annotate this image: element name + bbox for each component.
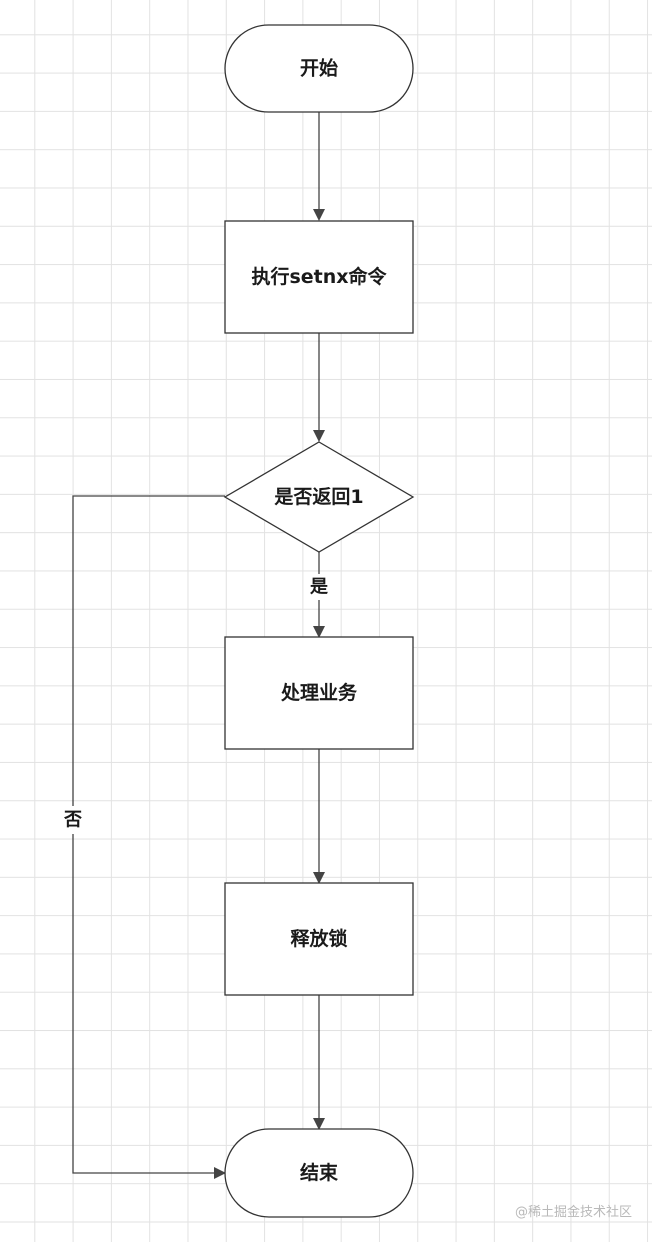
start-node-label: 开始: [300, 57, 338, 80]
decision-node: 是否返回1: [223, 441, 415, 553]
release-lock-node: 释放锁: [224, 882, 414, 996]
start-node: 开始: [224, 24, 414, 113]
end-node: 结束: [224, 1128, 414, 1218]
yes-edge-label: 是: [307, 574, 331, 600]
process-node-label: 处理业务: [280, 681, 358, 704]
no-edge-label: 否: [61, 806, 85, 834]
exec-setnx-node: 执行setnx命令: [224, 220, 414, 334]
edge-decision-to-end-no: [72, 495, 226, 1179]
no-edge-label-text: 否: [63, 810, 82, 831]
end-node-label: 结束: [300, 1161, 339, 1184]
yes-edge-label-text: 是: [309, 577, 328, 598]
process-node: 处理业务: [224, 636, 414, 750]
decision-node-label: 是否返回1: [274, 486, 363, 508]
release-lock-node-label: 释放锁: [290, 927, 347, 950]
watermark: @稀土掘金技术社区: [514, 1205, 632, 1220]
exec-setnx-node-label: 执行setnx命令: [251, 265, 387, 288]
